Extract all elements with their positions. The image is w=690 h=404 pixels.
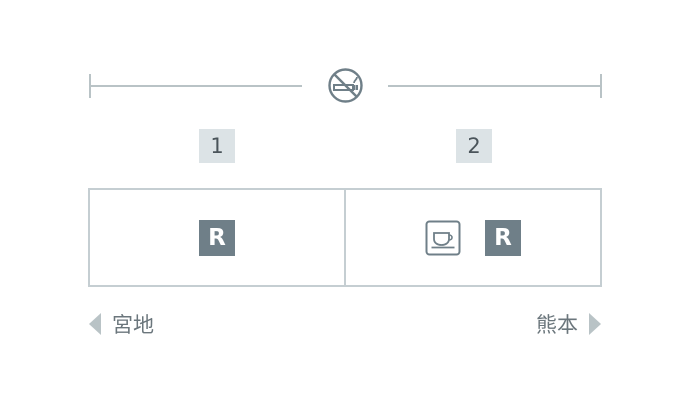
no-smoking-icon — [328, 68, 363, 103]
car-2[interactable]: R — [344, 190, 600, 285]
reserved-seat-badge: R — [199, 219, 235, 256]
car-1[interactable]: R — [90, 190, 344, 285]
triangle-right-icon — [589, 313, 601, 335]
triangle-left-icon — [89, 313, 101, 335]
car-number-2: 2 — [456, 129, 492, 163]
direction-left-label: 宮地 — [112, 313, 154, 337]
direction-right-label: 熊本 — [536, 313, 578, 337]
direction-left: 宮地 — [88, 308, 154, 340]
cafe-icon — [425, 220, 461, 255]
rule-left-line — [90, 85, 302, 87]
cars-row: R R — [88, 188, 602, 287]
rule-right-line — [388, 85, 602, 87]
rule-right-cap — [600, 74, 602, 98]
car-number-1: 1 — [199, 129, 235, 163]
reserved-seat-badge: R — [485, 219, 521, 256]
direction-right: 熊本 — [536, 308, 602, 340]
